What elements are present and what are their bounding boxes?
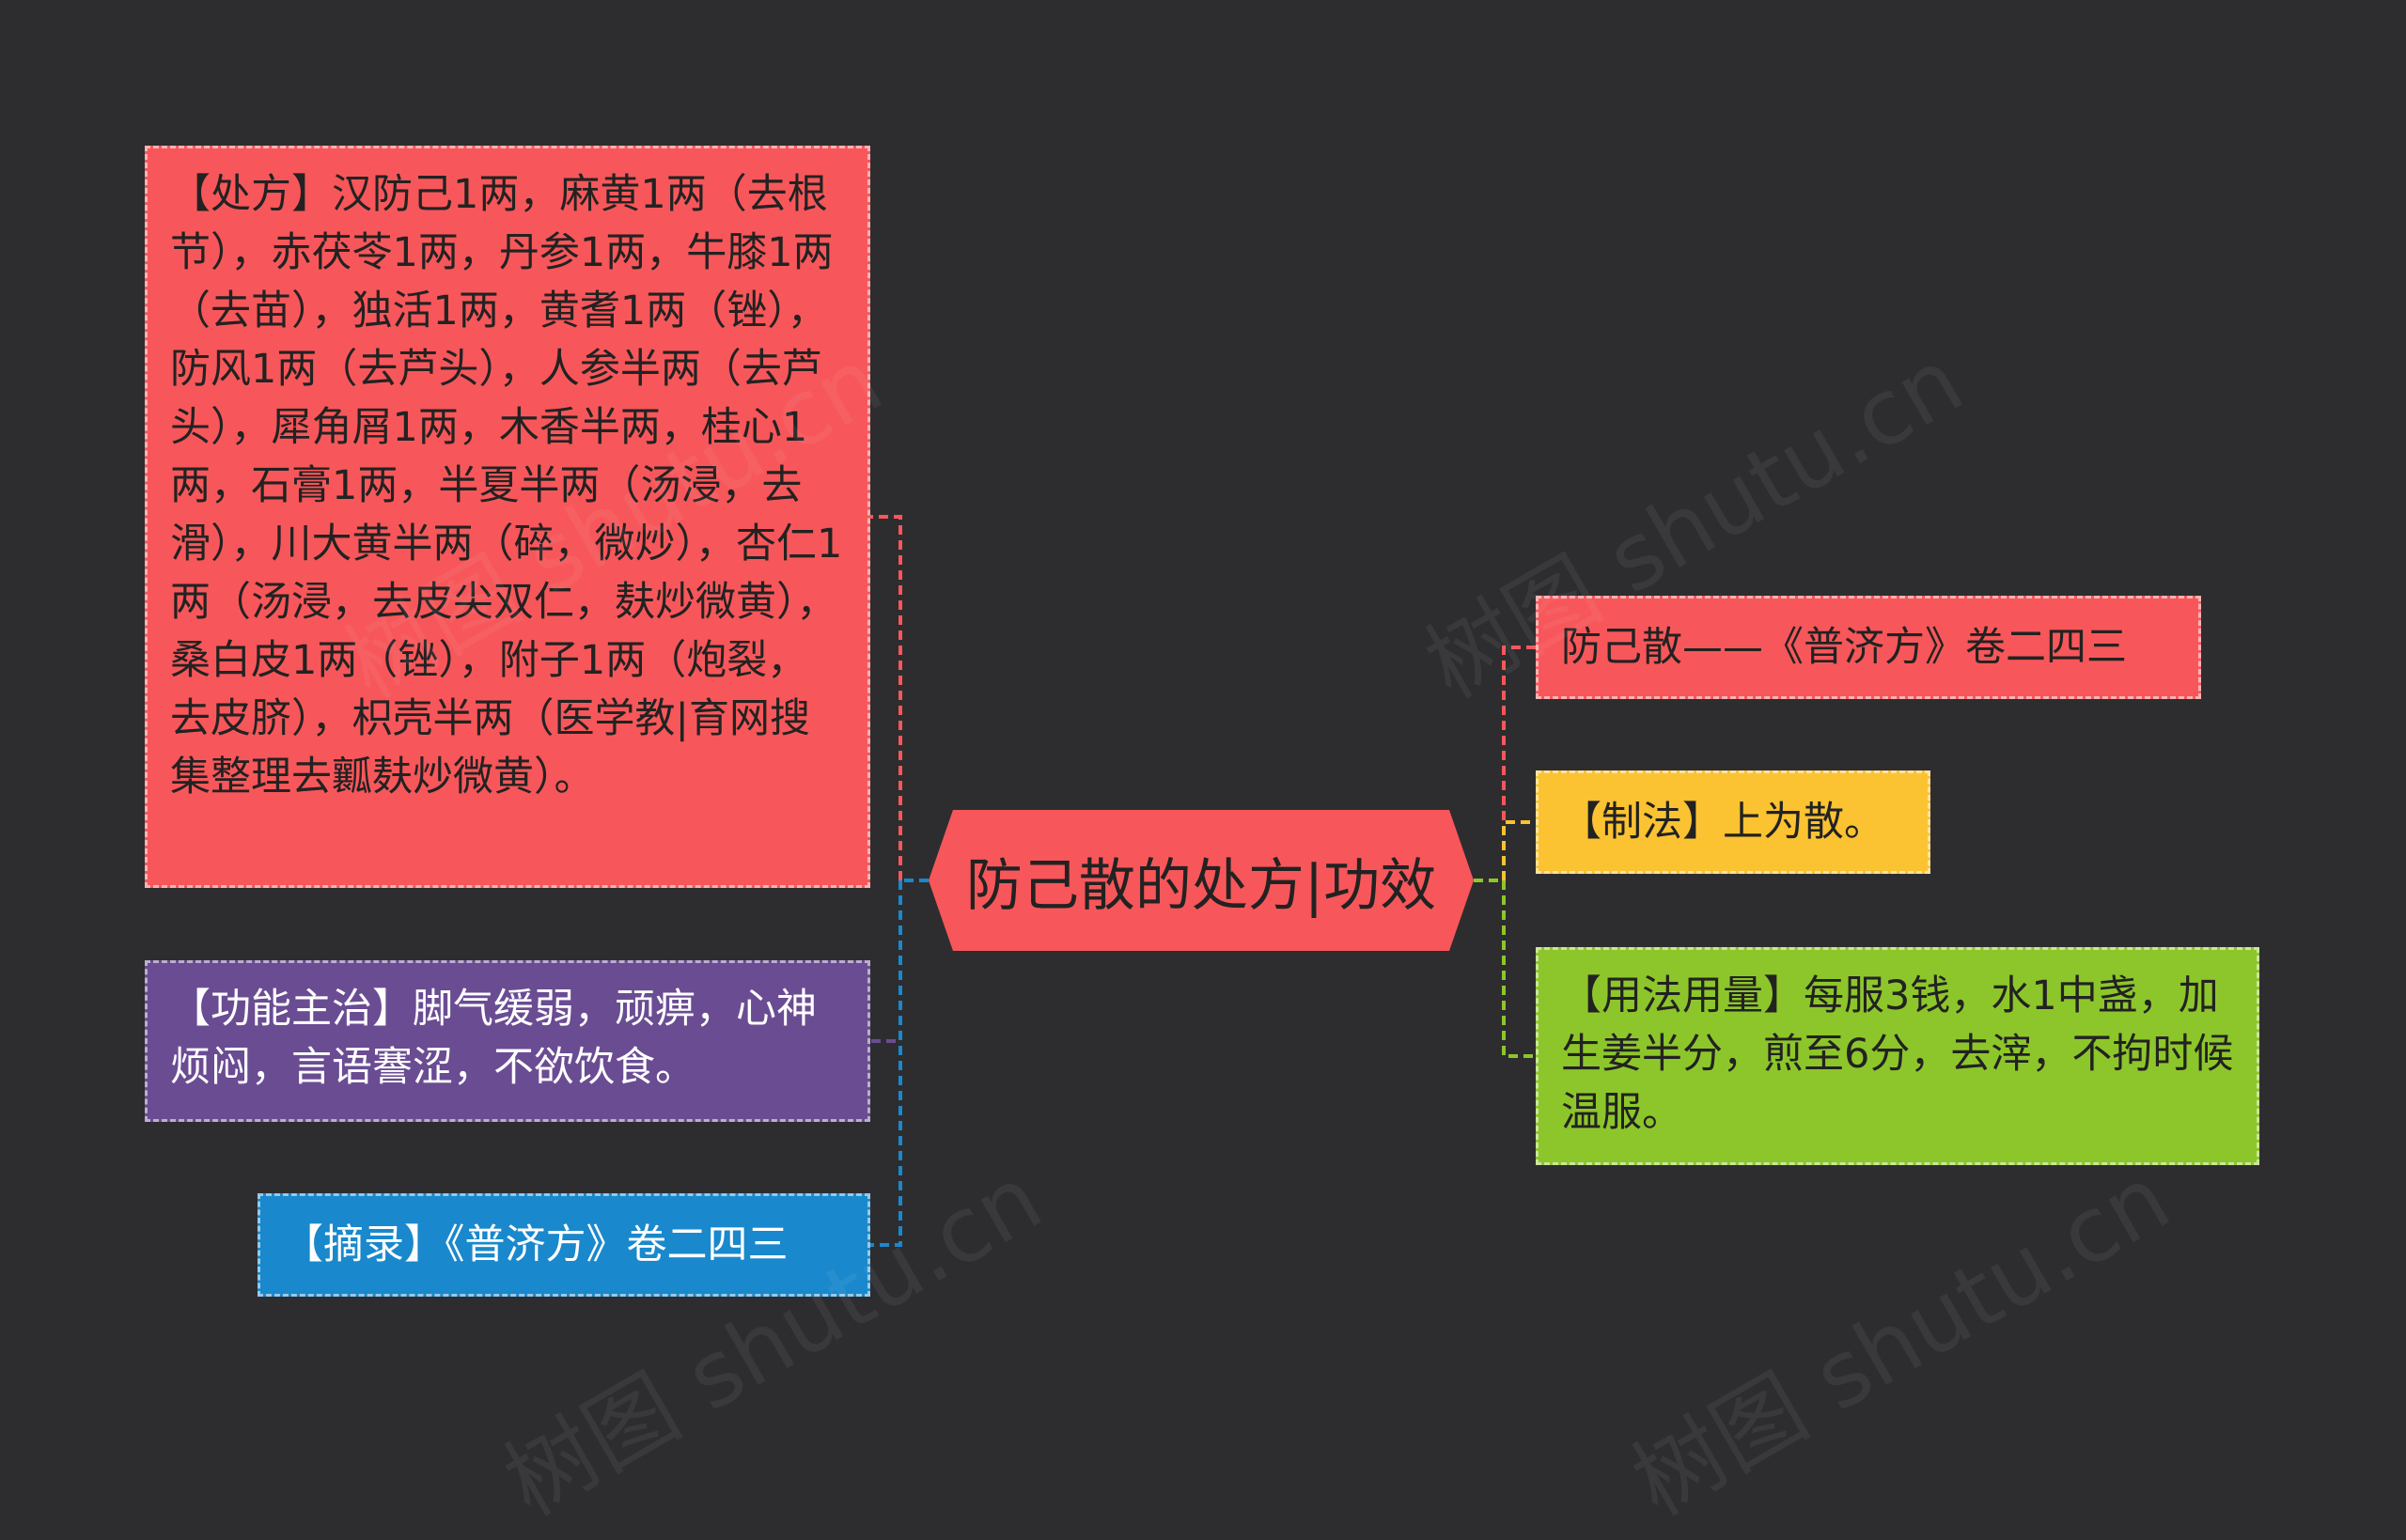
connector-title	[1502, 646, 1536, 880]
source-node[interactable]: 【摘录】《普济方》卷二四三	[258, 1193, 870, 1297]
recipe-node[interactable]: 【处方】汉防己1两，麻黄1两（去根节），赤茯苓1两，丹参1两，牛膝1两（去苗），…	[145, 146, 870, 888]
method-node[interactable]: 【制法】上为散。	[1536, 770, 1930, 874]
connector-usage	[1502, 880, 1536, 1058]
connector-recipe	[870, 515, 902, 880]
connector-lines	[870, 515, 1536, 1247]
mindmap-canvas: 【处方】汉防己1两，麻黄1两（去根节），赤茯苓1两，丹参1两，牛膝1两（去苗），…	[145, 146, 2259, 1536]
connector-source	[870, 880, 902, 1247]
central-topic-node[interactable]: 防己散的处方|功效	[929, 810, 1474, 951]
central-topic-label: 防己散的处方|功效	[965, 852, 1437, 919]
connector-functions	[870, 880, 902, 1043]
functions-node[interactable]: 【功能主治】脚气缓弱，顽痹，心神烦闷，言语謇涩，不欲饮食。	[145, 960, 870, 1122]
title-node[interactable]: 防己散——《普济方》卷二四三	[1536, 596, 2201, 699]
connector-method	[1502, 820, 1536, 880]
usage-node[interactable]: 【用法用量】每服3钱，水1中盏，加生姜半分，煎至6分，去滓，不拘时候温服。	[1536, 947, 2259, 1165]
